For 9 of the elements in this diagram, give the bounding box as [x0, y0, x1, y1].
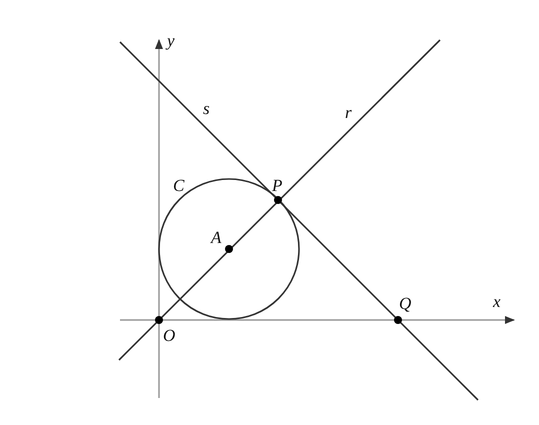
line-label: s	[203, 100, 210, 117]
axis-label: x	[493, 293, 501, 310]
point-label: A	[211, 229, 222, 246]
line-label: r	[345, 104, 352, 121]
point-label: O	[163, 327, 176, 344]
axis-label: y	[167, 32, 175, 49]
point-label: Q	[399, 295, 412, 312]
point-label: C	[173, 177, 184, 194]
point-label: P	[272, 177, 282, 194]
